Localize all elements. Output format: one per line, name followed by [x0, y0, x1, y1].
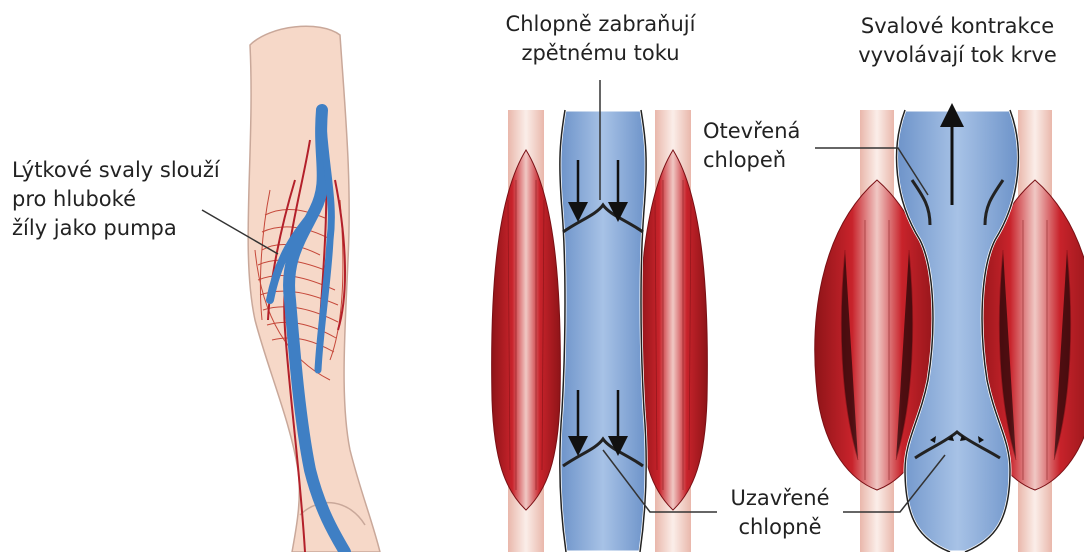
- closed-valves-label: Uzavřené chlopně: [716, 484, 844, 542]
- calf-pump-label-line: pro hluboké: [12, 185, 220, 214]
- valves-prevent-label-line: zpětnému toku: [488, 39, 713, 68]
- closed-valves-label-line: Uzavřené: [716, 484, 844, 513]
- relaxed-muscle-panel: [492, 80, 708, 552]
- open-valve-label-line: chlopeň: [703, 146, 800, 175]
- calf-pump-label-line: Lýtkové svaly slouží: [12, 156, 220, 185]
- valves-prevent-label: Chlopně zabraňují zpětnému toku: [488, 10, 713, 68]
- calf-pump-label: Lýtkové svaly slouží pro hluboké žíly ja…: [12, 156, 220, 243]
- open-valve-label: Otevřená chlopeň: [703, 117, 800, 175]
- vein-relaxed: [560, 110, 646, 552]
- muscle-right-relaxed: [639, 150, 708, 510]
- leg-illustration: [248, 26, 380, 552]
- muscle-contraction-label: Svalové kontrakce vyvolávají tok krve: [835, 12, 1080, 70]
- closed-valves-label-line: chlopně: [716, 513, 844, 542]
- calf-pump-label-line: žíly jako pumpa: [12, 214, 220, 243]
- muscle-left-relaxed: [492, 150, 561, 510]
- muscle-contraction-label-line: vyvolávají tok krve: [835, 41, 1080, 70]
- valves-prevent-label-line: Chlopně zabraňují: [488, 10, 713, 39]
- muscle-contraction-label-line: Svalové kontrakce: [835, 12, 1080, 41]
- contracted-muscle-panel: [815, 110, 1084, 552]
- open-valve-label-line: Otevřená: [703, 117, 800, 146]
